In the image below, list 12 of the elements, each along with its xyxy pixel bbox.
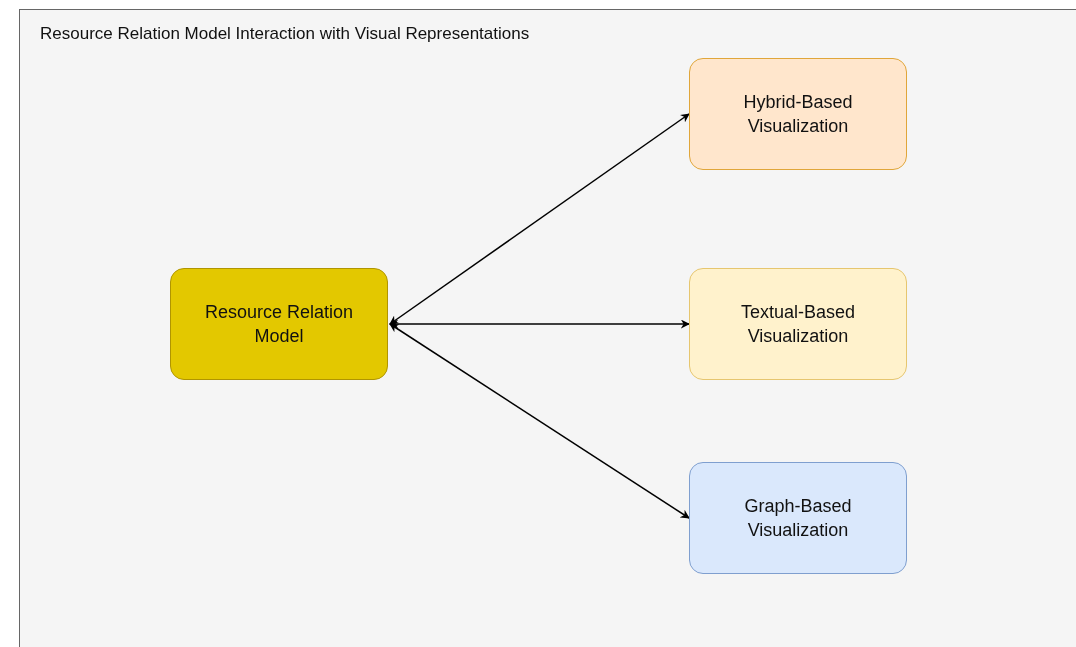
arrow — [389, 113, 690, 325]
process-box — [689, 58, 907, 170]
box-label: Graph-Based Visualization — [743, 495, 853, 542]
box-label: Resource Relation Model — [203, 301, 355, 348]
process-box — [689, 268, 907, 380]
arrow — [389, 323, 690, 519]
arrow — [389, 319, 690, 329]
box-label: Textual-Based Visualization — [739, 301, 857, 348]
process-box — [170, 268, 388, 380]
process-box — [689, 462, 907, 574]
box-label: Hybrid-Based Visualization — [742, 91, 854, 138]
diagram-title: Resource Relation Model Interaction with Visual Representations — [40, 24, 530, 44]
